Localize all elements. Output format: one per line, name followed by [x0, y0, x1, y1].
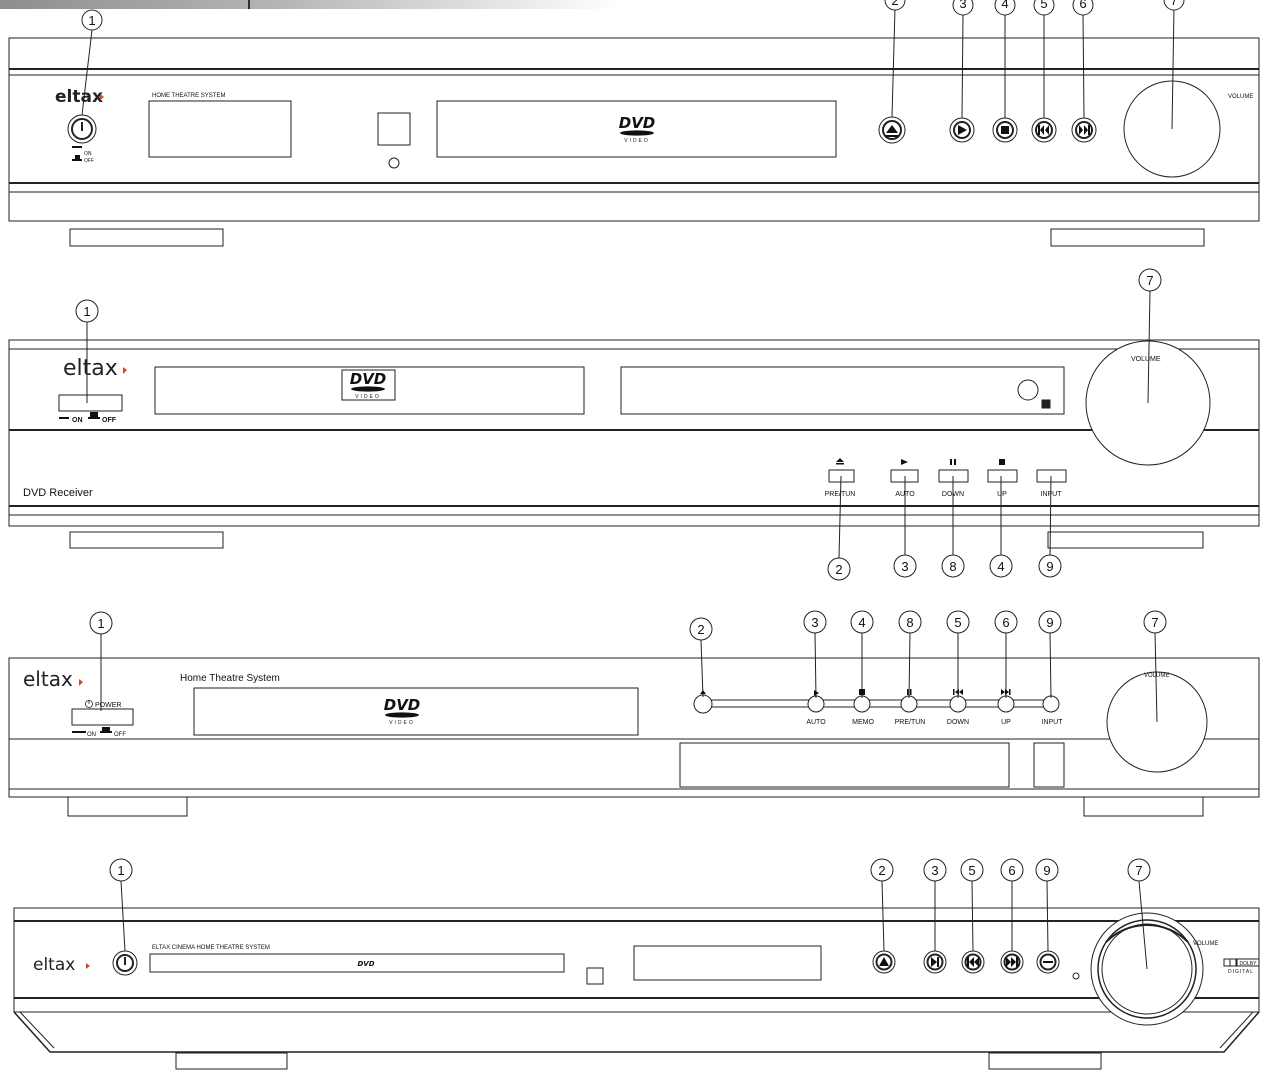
- svg-text:VIDEO: VIDEO: [389, 720, 415, 726]
- unit-3-logo: eltax: [23, 667, 73, 691]
- svg-text:DVD: DVD: [619, 114, 656, 132]
- svg-text:2: 2: [878, 863, 885, 878]
- svg-text:PRE/TUN: PRE/TUN: [895, 719, 926, 726]
- svg-text:5: 5: [954, 615, 961, 630]
- unit-4-dvd-label: DVD: [357, 960, 374, 968]
- unit-3-callouts: 1 2 3 4 8 5 6 9 7: [89, 610, 1167, 641]
- unit-4-glyphs: [879, 957, 1053, 967]
- svg-text:8: 8: [906, 615, 913, 630]
- unit-2-dvd-logo: DVD VIDEO: [341, 369, 396, 401]
- unit-1-glyphs: [72, 125, 1090, 161]
- unit-3-button-labels: AUTO MEMO PRE/TUN DOWN UP INPUT: [806, 719, 1063, 726]
- svg-text:4: 4: [1001, 0, 1008, 11]
- unit-3-volume-label: VOLUME: [1144, 673, 1169, 679]
- svg-text:2: 2: [891, 0, 898, 8]
- unit-3-power-label: POWER: [95, 702, 121, 709]
- svg-text:2: 2: [835, 562, 842, 577]
- logo-accent-icon: [79, 679, 83, 686]
- svg-text:9: 9: [1046, 559, 1053, 574]
- svg-text:6: 6: [1002, 615, 1009, 630]
- svg-text:4: 4: [997, 559, 1004, 574]
- svg-text:VIDEO: VIDEO: [624, 138, 650, 144]
- svg-text:5: 5: [968, 863, 975, 878]
- logo-accent-icon: [100, 94, 104, 100]
- svg-text:6: 6: [1079, 0, 1086, 11]
- unit-2-glyphs: [59, 412, 1005, 465]
- svg-text:7: 7: [1151, 615, 1158, 630]
- logo-accent-icon: [86, 963, 90, 969]
- unit-4-system-label: ELTAX CINEMA HOME THEATRE SYSTEM: [152, 945, 270, 951]
- svg-text:3: 3: [959, 0, 966, 11]
- unit-2: [8, 290, 1260, 559]
- unit-3-dvd-logo: DVD VIDEO: [384, 696, 421, 726]
- svg-text:7: 7: [1135, 863, 1142, 878]
- unit-2-callouts: 1 7 2 3 8 4 9: [75, 268, 1162, 581]
- svg-text:DVD: DVD: [350, 370, 387, 388]
- unit-3-on-label: ON: [87, 732, 96, 738]
- svg-text:9: 9: [1046, 615, 1053, 630]
- unit-1: [8, 7, 1260, 247]
- svg-text:PRE/TUN: PRE/TUN: [825, 491, 856, 498]
- power-icon: [85, 700, 93, 708]
- unit-2-logo: eltax: [63, 356, 118, 381]
- header-bar: [0, 0, 620, 9]
- logo-accent-icon: [123, 367, 127, 374]
- unit-3-off-label: OFF: [114, 732, 126, 738]
- unit-4-logo: eltax: [33, 955, 75, 975]
- svg-text:DIGITAL: DIGITAL: [1228, 969, 1254, 975]
- unit-2-button-labels: PRE/TUN AUTO DOWN UP INPUT: [825, 491, 1063, 498]
- unit-4-volume-label: VOLUME: [1193, 941, 1218, 947]
- unit-1-on-label: ON: [84, 151, 92, 157]
- svg-text:AUTO: AUTO: [806, 719, 826, 726]
- dolby-digital-icon: DOLBY DIGITAL: [1223, 958, 1260, 975]
- unit-4: [13, 880, 1260, 1070]
- svg-text:6: 6: [1008, 863, 1015, 878]
- svg-text:INPUT: INPUT: [1041, 491, 1063, 498]
- svg-text:DOWN: DOWN: [947, 719, 969, 726]
- unit-2-volume-label: VOLUME: [1131, 356, 1161, 363]
- svg-text:DOWN: DOWN: [942, 491, 964, 498]
- svg-text:DVD: DVD: [384, 696, 421, 714]
- unit-4-callouts: 1 2 3 5 6 9 7: [109, 858, 1151, 882]
- svg-text:1: 1: [83, 304, 90, 319]
- svg-text:8: 8: [949, 559, 956, 574]
- svg-text:AUTO: AUTO: [895, 491, 915, 498]
- svg-text:UP: UP: [1001, 719, 1011, 726]
- svg-text:3: 3: [811, 615, 818, 630]
- svg-text:1: 1: [97, 616, 104, 631]
- unit-1-logo: eltax: [55, 87, 103, 107]
- unit-3-glyphs: [72, 689, 1011, 733]
- svg-text:3: 3: [931, 863, 938, 878]
- svg-text:VIDEO: VIDEO: [355, 394, 381, 400]
- unit-2-on-label: ON: [72, 417, 83, 424]
- unit-3: [8, 631, 1260, 817]
- svg-text:3: 3: [901, 559, 908, 574]
- unit-1-callouts: 1 2 3 4 5 6 7: [81, 0, 1185, 31]
- svg-text:UP: UP: [997, 491, 1007, 498]
- unit-2-model-label: DVD Receiver: [23, 487, 93, 499]
- svg-text:4: 4: [858, 615, 865, 630]
- svg-text:7: 7: [1146, 273, 1153, 288]
- unit-1-dvd-logo: DVD VIDEO: [619, 114, 656, 144]
- svg-text:2: 2: [697, 622, 704, 637]
- unit-1-volume-label: VOLUME: [1228, 94, 1253, 100]
- svg-text:1: 1: [117, 863, 124, 878]
- unit-1-system-label: HOME THEATRE SYSTEM: [152, 93, 225, 99]
- unit-3-system-label: Home Theatre System: [180, 673, 280, 684]
- svg-text:MEMO: MEMO: [852, 719, 874, 726]
- svg-text:7: 7: [1170, 0, 1177, 8]
- svg-text:9: 9: [1043, 863, 1050, 878]
- svg-text:INPUT: INPUT: [1042, 719, 1064, 726]
- svg-text:1: 1: [88, 13, 95, 28]
- unit-1-off-label: OFF: [84, 158, 94, 164]
- svg-text:5: 5: [1040, 0, 1047, 11]
- unit-2-off-label: OFF: [102, 417, 117, 424]
- svg-text:DOLBY: DOLBY: [1240, 961, 1258, 967]
